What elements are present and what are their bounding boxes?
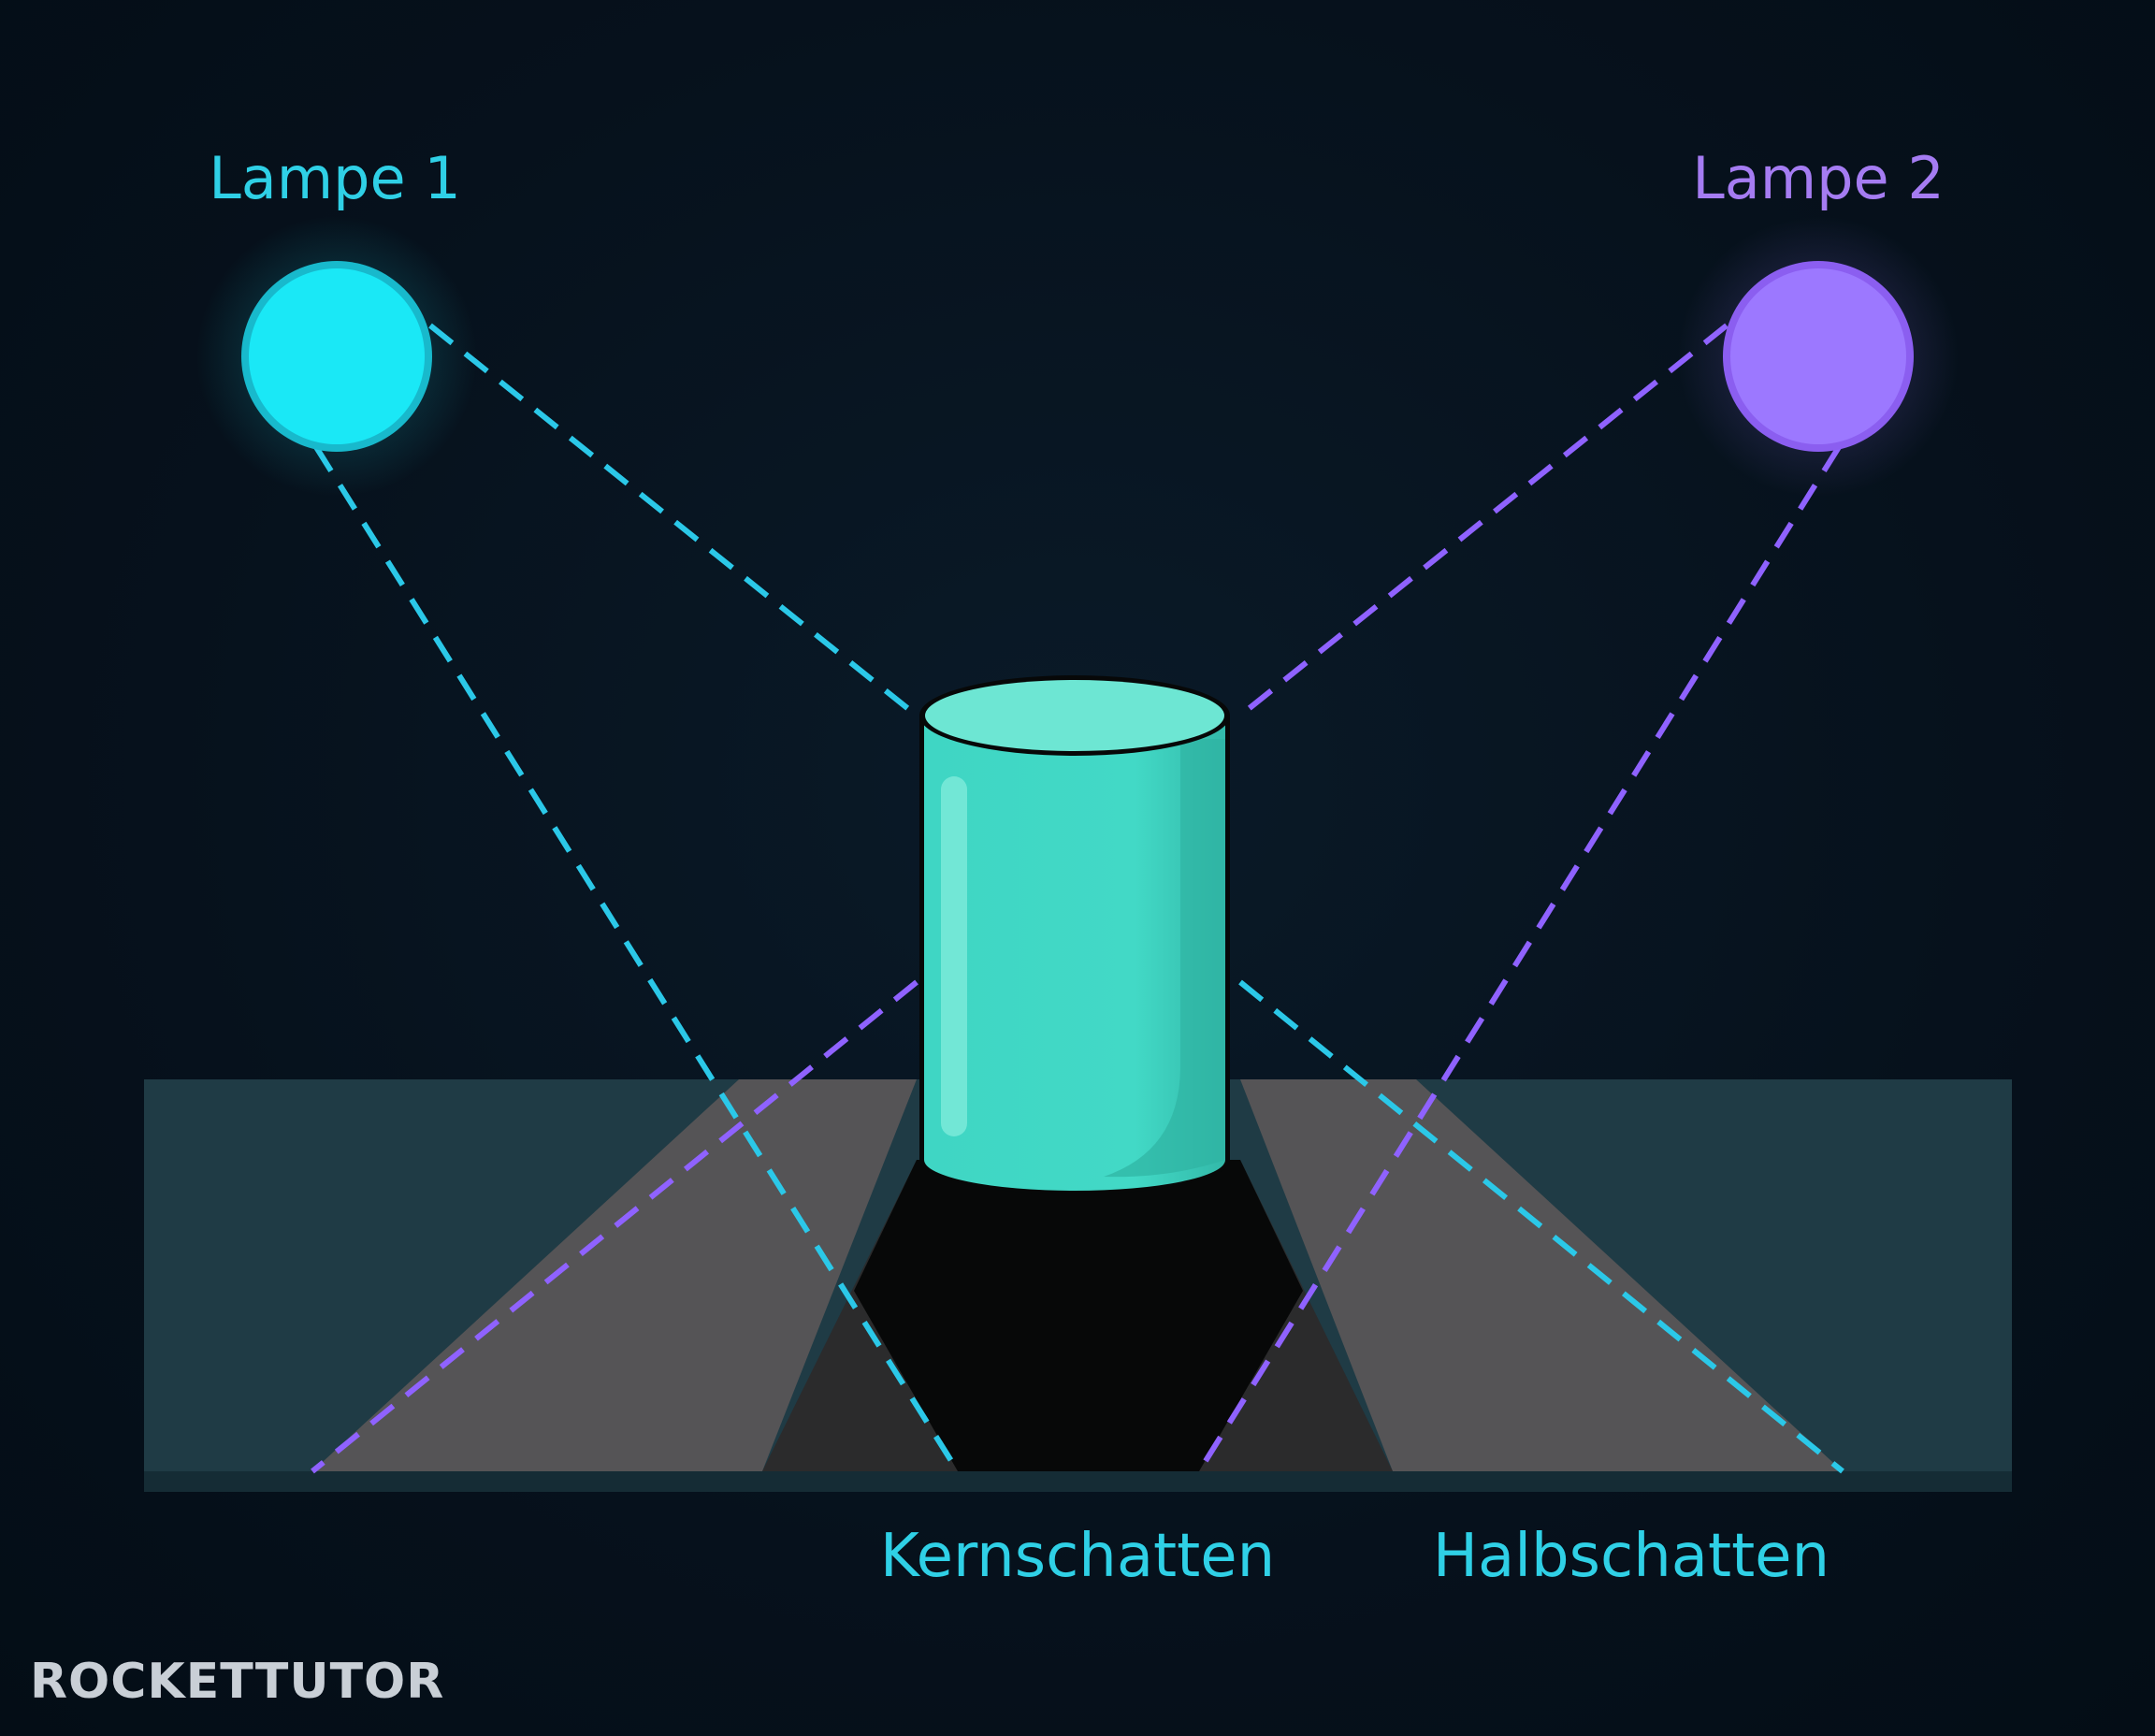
lamp2-icon bbox=[1678, 216, 1959, 497]
penumbra-left bbox=[312, 1079, 917, 1471]
lamp2-label: Lampe 2 bbox=[1692, 144, 1945, 212]
cylinder-object bbox=[919, 675, 1230, 1194]
rockettutor-logo: ROCKETTUTOR bbox=[30, 1654, 445, 1710]
penumbra-label: Halbschatten bbox=[1432, 1522, 1830, 1591]
lamp1-icon bbox=[196, 216, 477, 497]
umbra-region bbox=[854, 1160, 1303, 1471]
lamp1-rays bbox=[313, 323, 1844, 1474]
lamp2-rays bbox=[311, 323, 1842, 1474]
ground-edge bbox=[144, 1471, 2012, 1492]
penumbra-right bbox=[1240, 1079, 1843, 1471]
umbra-label: Kernschatten bbox=[879, 1522, 1276, 1591]
lamp1-label: Lampe 1 bbox=[209, 144, 461, 212]
